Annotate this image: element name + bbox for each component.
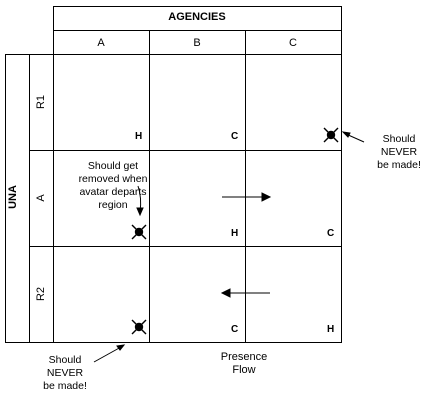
cell-mark-r1-b: C <box>231 131 239 142</box>
note-middle: Should get removed when avatar departs r… <box>78 160 148 211</box>
crossed-connection-icon <box>131 319 147 335</box>
note-bottom-left: Should NEVER be made! <box>43 354 87 392</box>
row-header-r1: R1 <box>35 94 47 110</box>
una-header: UNA <box>7 185 19 209</box>
pointer-arrow-bottom-left <box>93 346 122 363</box>
column-header-c: C <box>289 37 297 49</box>
column-header-a: A <box>97 37 105 49</box>
crossed-connection-icon <box>323 127 339 143</box>
crossed-connection-icon <box>131 224 147 240</box>
note-top-right: Should NEVER be made! <box>377 133 421 171</box>
column-header-b: B <box>193 37 201 49</box>
cell-mark-a-c: C <box>327 228 335 239</box>
row-header-r2: R2 <box>35 286 47 302</box>
cell-mark-a-b: H <box>231 228 239 239</box>
presence-flow-label: Presence Flow <box>220 351 268 376</box>
cell-mark-r2-c: H <box>327 324 335 335</box>
cell-mark-r1-a: H <box>135 131 143 142</box>
agencies-header: AGENCIES <box>168 11 226 23</box>
row-header-a: A <box>35 194 47 202</box>
cell-mark-r2-b: C <box>231 324 239 335</box>
